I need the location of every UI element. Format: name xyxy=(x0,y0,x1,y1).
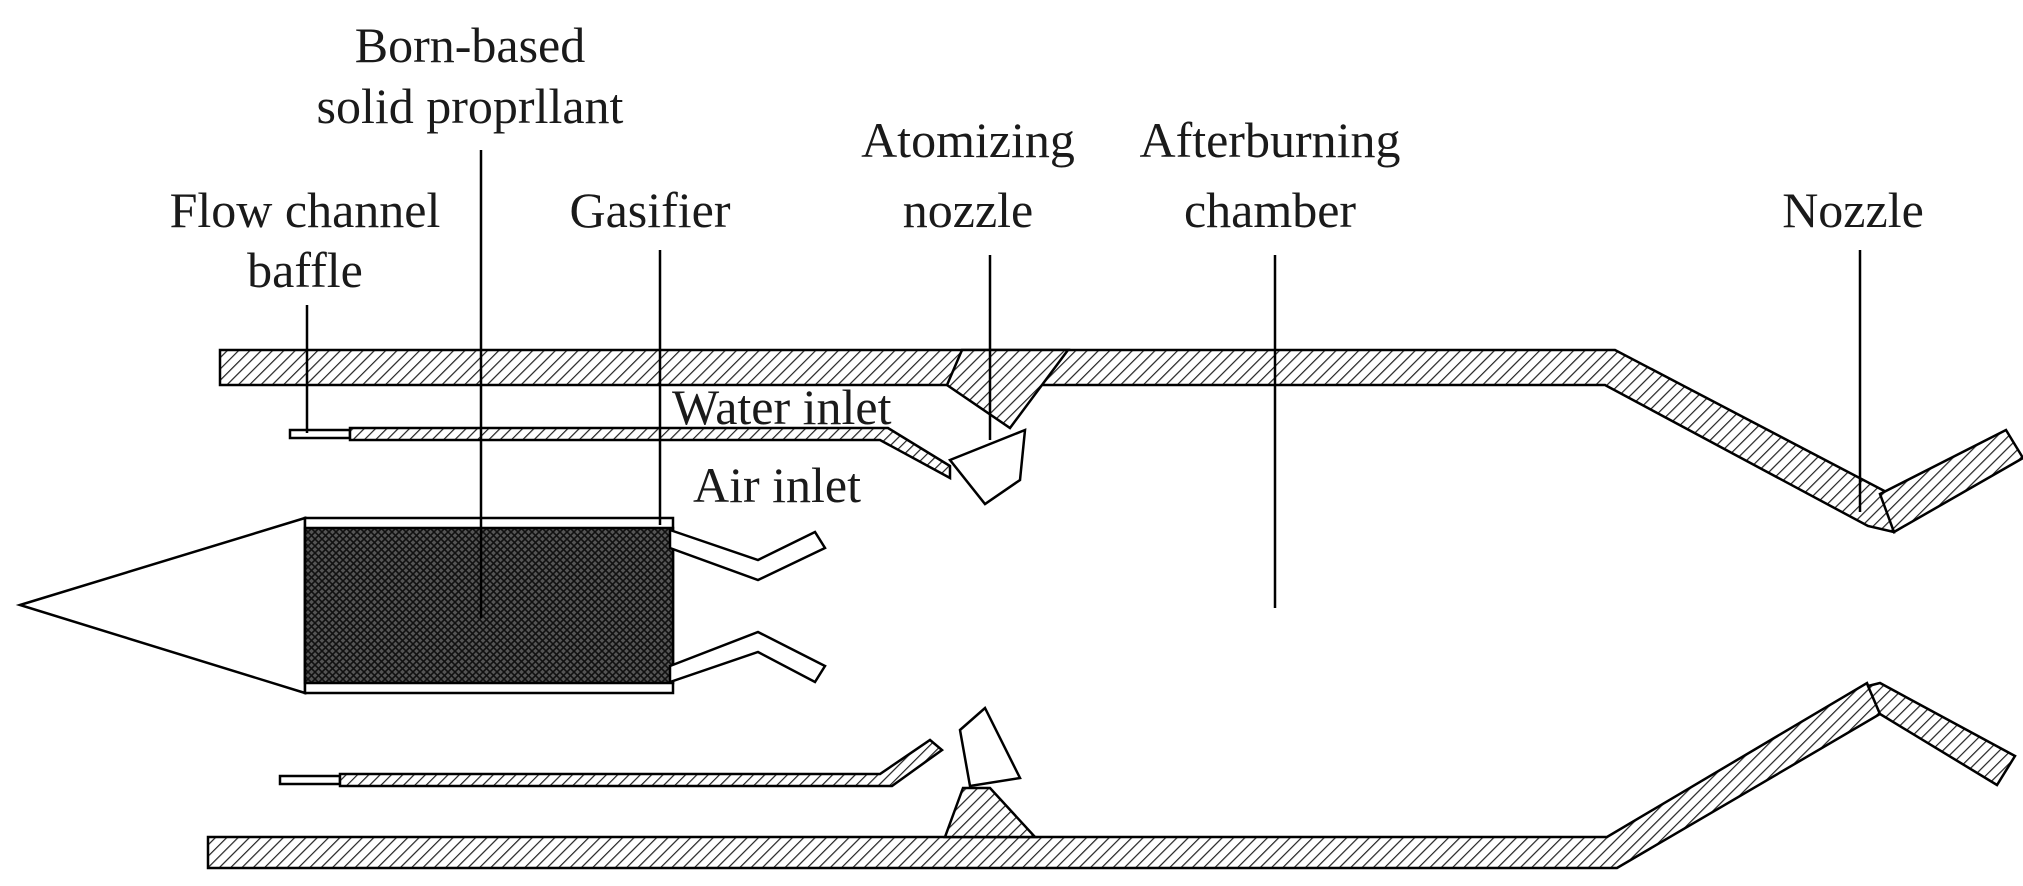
afterburning-label-line2: chamber xyxy=(1184,182,1356,238)
atomizing-label-line2: nozzle xyxy=(903,182,1033,238)
atomizing-nozzle-upper xyxy=(947,428,1027,506)
boron-propellant-grain xyxy=(303,526,675,685)
nozzle-label: Nozzle xyxy=(1782,182,1924,238)
flow-channel-baffle-lower xyxy=(278,738,945,788)
upper-combustor-wall xyxy=(218,348,2023,534)
propellant-label-line1: Born-based xyxy=(355,17,586,73)
propellant-label-line2: solid proprllant xyxy=(317,78,624,134)
atomizing-nozzle-mount-upper xyxy=(945,348,1071,430)
air-inlet-label: Air inlet xyxy=(693,457,861,513)
lower-combustor-wall xyxy=(206,681,2017,870)
water-inlet-label: Water inlet xyxy=(672,379,892,435)
atomizing-nozzle-lower xyxy=(958,705,1022,788)
flow-channel-baffle-upper xyxy=(288,426,952,481)
atomizing-nozzle-mount-lower xyxy=(943,786,1038,839)
gasifier xyxy=(15,516,827,695)
atomizing-label-line1: Atomizing xyxy=(861,112,1075,168)
baffle-label-line2: baffle xyxy=(247,242,363,298)
baffle-label-line1: Flow channel xyxy=(170,182,441,238)
gasifier-label: Gasifier xyxy=(569,182,730,238)
afterburning-label-line1: Afterburning xyxy=(1139,112,1400,168)
